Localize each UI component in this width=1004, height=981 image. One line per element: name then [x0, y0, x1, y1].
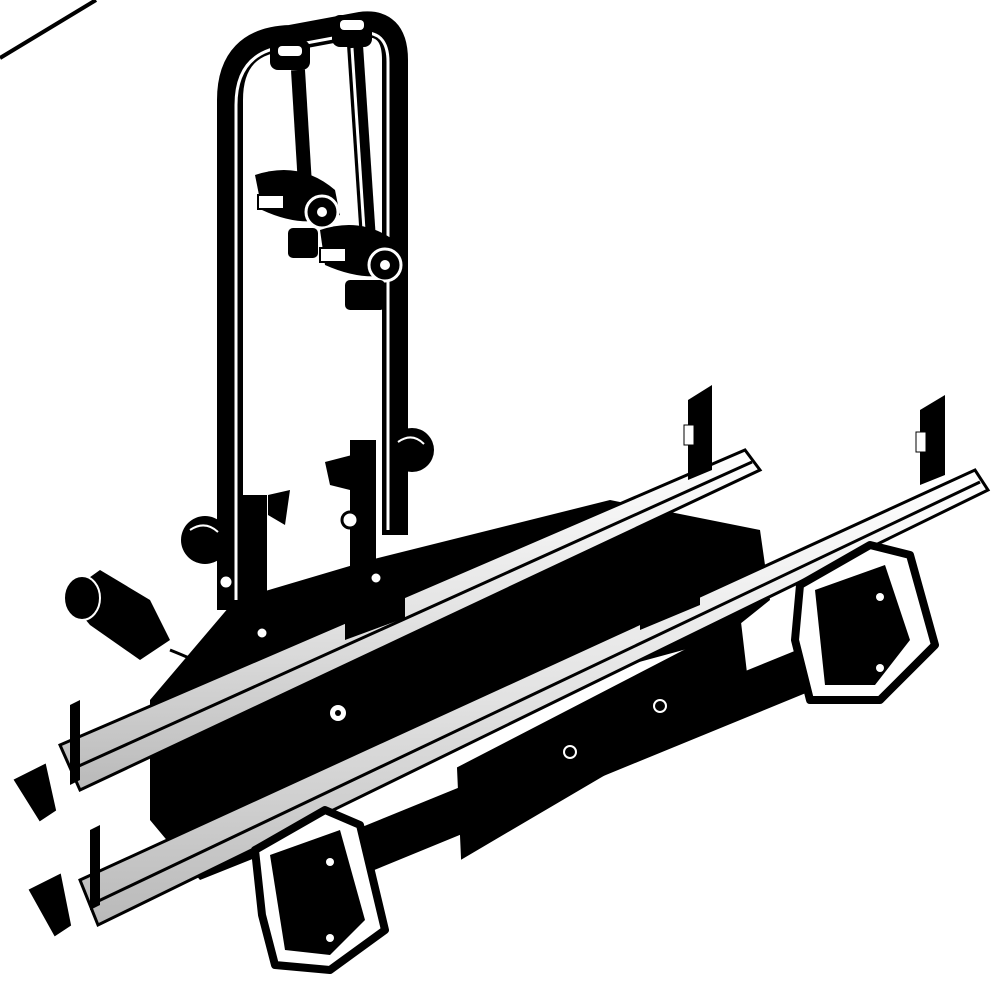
hex-nut-1: [217, 573, 235, 591]
plate-bolt-left: [563, 745, 577, 759]
hex-nut-2: [254, 625, 270, 641]
license-plate: THULE Bike On: [456, 620, 750, 860]
frame-holder-upper: [255, 170, 340, 258]
top-clamp-left: [270, 40, 310, 70]
electrical-plug: [63, 570, 211, 670]
plate-bolt-right: [653, 699, 667, 713]
cable-line: [0, 0, 98, 60]
wheel-rail-rear: [28, 395, 991, 937]
hex-nut-3: [368, 570, 384, 586]
wing-nut-left: [268, 490, 290, 525]
knob-right: [390, 428, 434, 472]
frame-holder-lower: [319, 225, 405, 310]
upright-frame: [217, 11, 408, 610]
frame-arm-left: [291, 69, 312, 186]
frame-arm-right: [347, 44, 376, 241]
rear-light-right: [791, 541, 939, 704]
post-left: [243, 495, 267, 645]
wheel-rail-front: [13, 385, 763, 822]
lock-cylinder: [322, 695, 354, 725]
knob-left: [181, 516, 229, 564]
hex-nut-4: [340, 510, 360, 530]
top-clamp-right: [332, 15, 372, 47]
rear-light-left: [251, 806, 389, 974]
wing-nut-right: [325, 455, 352, 490]
